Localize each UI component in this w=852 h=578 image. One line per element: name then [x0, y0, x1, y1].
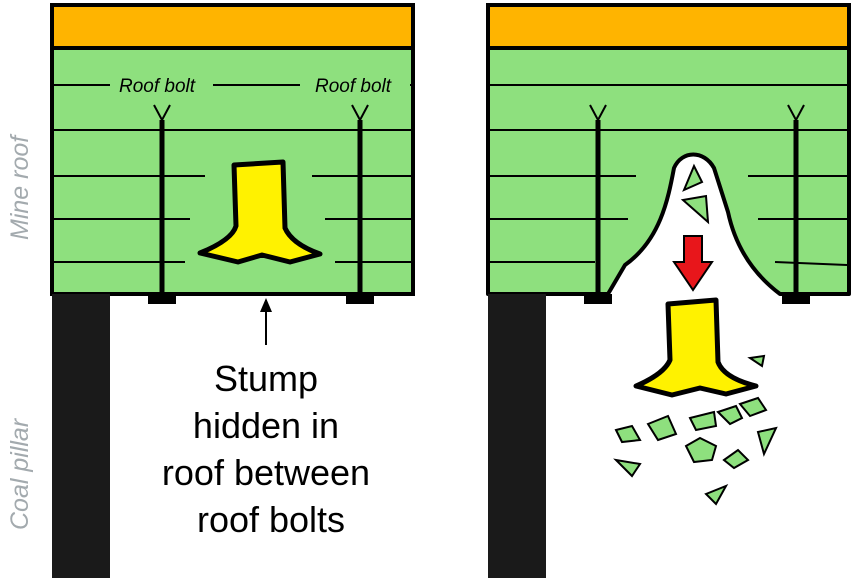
caption-line-1: Stump: [214, 358, 318, 399]
caption-line-2: hidden in: [193, 405, 339, 446]
cavity-chip-2: [680, 194, 710, 225]
cavity-chip-1: [682, 163, 704, 192]
right-roof-layer-with-cavity: [486, 46, 851, 296]
falling-stump: [633, 297, 759, 398]
hidden-stump: [197, 159, 323, 265]
roof-bolt-label-left: Roof bolt: [119, 76, 196, 97]
left-panel: Roof bolt Roof bolt Stump hidden in roof…: [50, 3, 415, 578]
stump-pointer-arrow: [260, 298, 272, 345]
mine-roof-label: Mine roof: [6, 133, 34, 240]
coal-pillar-label: Coal pillar: [6, 417, 34, 530]
caption-line-4: roof bolts: [197, 499, 345, 540]
stump-caption: Stump hidden in roof between roof bolts: [162, 358, 380, 540]
right-overburden-layer: [486, 3, 851, 50]
right-bedding-lines: [490, 84, 848, 266]
right-coal-pillar: [488, 294, 546, 578]
left-roof-bolt-2: [346, 104, 374, 304]
falling-rock-fragments: [613, 354, 778, 506]
falling-direction-arrow: [672, 235, 714, 292]
caption-line-3: roof between: [162, 452, 370, 493]
left-roof-bolt-1: [148, 104, 176, 304]
right-roof-bolt-2: [782, 104, 810, 304]
right-panel: [486, 3, 851, 578]
right-roof-bolt-1: [584, 104, 612, 304]
left-bedding-lines: [54, 84, 411, 263]
roof-bolt-label-right: Roof bolt: [315, 76, 392, 97]
left-overburden-layer: [50, 3, 415, 50]
left-coal-pillar: [52, 294, 110, 578]
